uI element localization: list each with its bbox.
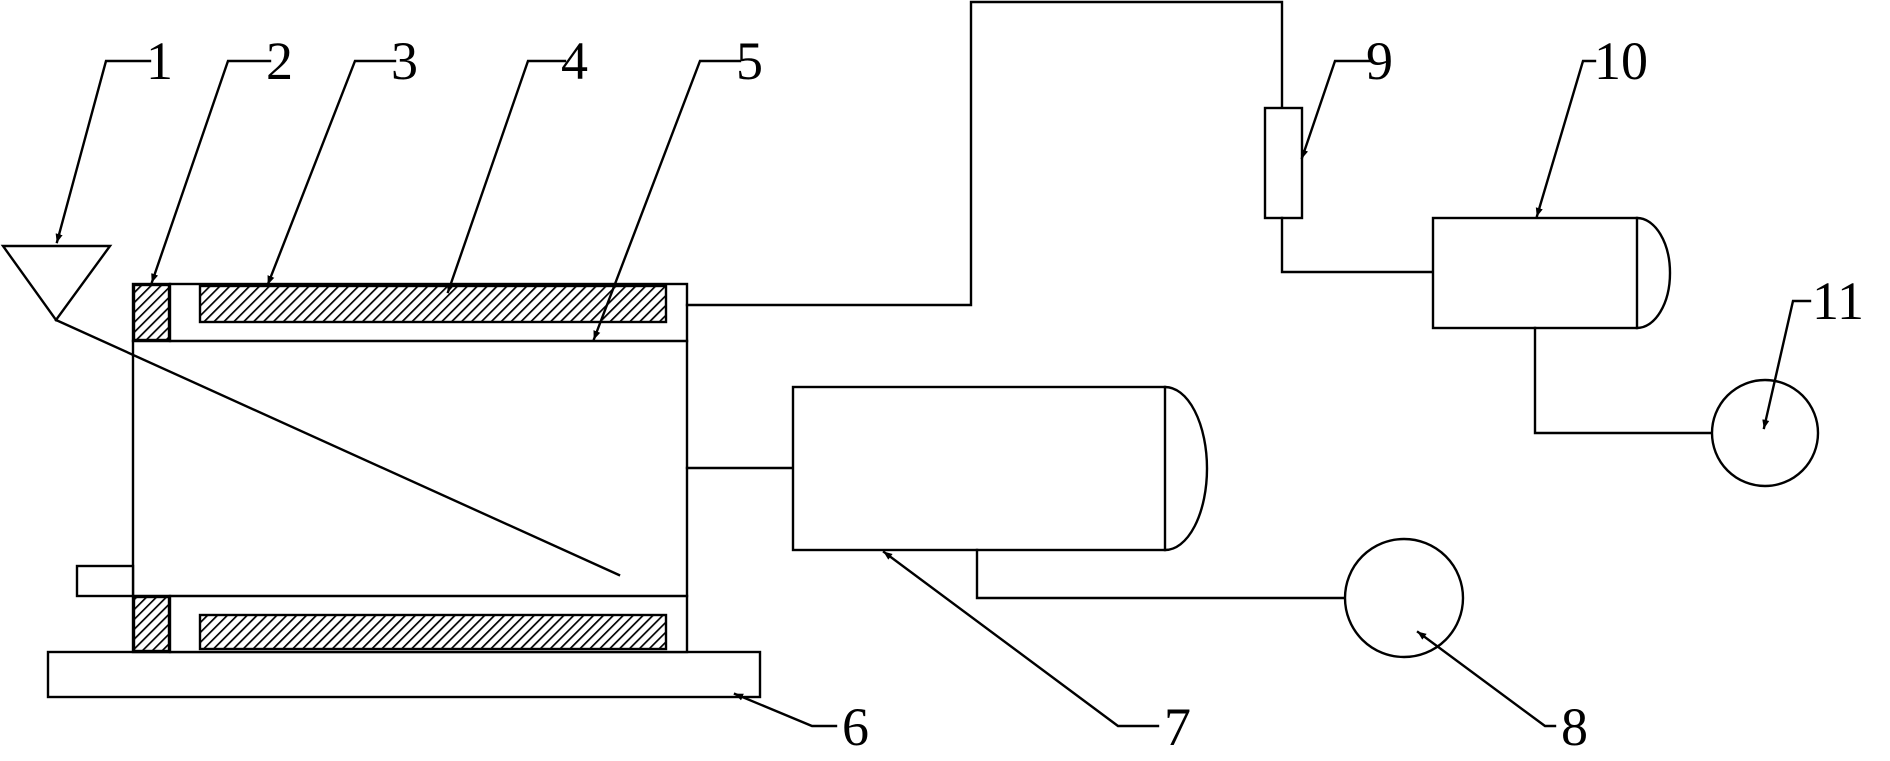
heating-jacket-top — [198, 284, 668, 324]
leader-6 — [733, 692, 838, 728]
label-10: 10 — [1594, 31, 1648, 91]
label-1: 1 — [146, 31, 173, 91]
leader-lines — [55, 59, 1812, 728]
filter-to-tank-pipe — [1280, 216, 1435, 274]
label-6: 6 — [842, 697, 869, 757]
label-2: 2 — [266, 31, 293, 91]
leader-7 — [882, 550, 1160, 728]
label-9: 9 — [1366, 31, 1393, 91]
part-labels: 1 2 3 4 5 6 7 8 9 10 11 — [146, 31, 1864, 757]
heating-jacket-bottom — [198, 613, 668, 651]
tank-10 — [1431, 216, 1639, 330]
leader-1 — [55, 59, 152, 244]
discharge-stub — [75, 564, 135, 598]
tank-7-dome — [1163, 385, 1209, 552]
leader-8 — [1416, 630, 1557, 728]
inlet-ring-bottom — [132, 595, 171, 653]
leader-2 — [150, 59, 272, 284]
base-plate — [46, 650, 762, 699]
feed-hopper — [0, 244, 113, 323]
label-4: 4 — [561, 31, 588, 91]
tank-10-dome — [1635, 216, 1672, 330]
tank-7-to-collector-pipe — [975, 548, 1347, 600]
filter — [1263, 106, 1304, 220]
label-5: 5 — [736, 31, 763, 91]
leader-5 — [592, 59, 742, 341]
drum-outer-shell — [131, 282, 689, 654]
collector-8 — [1343, 537, 1465, 659]
label-3: 3 — [391, 31, 418, 91]
gas-outlet-pipe — [685, 0, 1284, 307]
leader-11 — [1762, 299, 1812, 430]
feed-chute — [54, 318, 621, 577]
leader-3 — [266, 59, 397, 286]
inlet-ring-top — [132, 283, 171, 342]
label-11: 11 — [1812, 271, 1864, 331]
label-7: 7 — [1164, 697, 1191, 757]
tank-10-to-pump-pipe — [1533, 326, 1714, 435]
leader-10 — [1535, 59, 1597, 218]
label-8: 8 — [1561, 697, 1588, 757]
collector-11 — [1710, 378, 1820, 488]
leader-4 — [446, 59, 567, 294]
tank-7 — [791, 385, 1167, 552]
leader-9 — [1300, 59, 1372, 160]
